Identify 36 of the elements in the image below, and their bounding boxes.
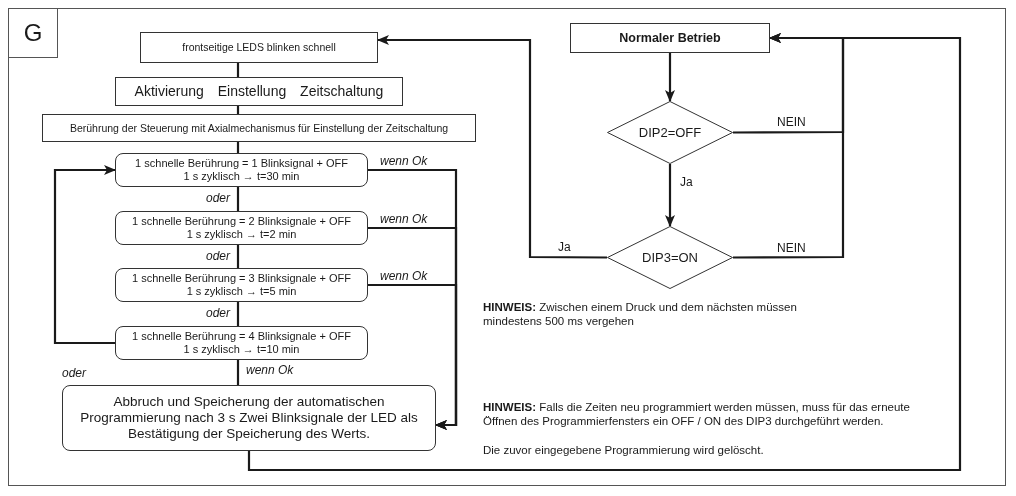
connector-arrow (53, 165, 116, 345)
option-box (115, 153, 368, 187)
decision-diamond (607, 226, 733, 289)
node-text: 1 s zyklisch → t=5 min (186, 285, 297, 299)
process-box (115, 77, 403, 106)
option-box (115, 326, 368, 360)
node-text: Aktivierung Einstellung Zeitschaltung (134, 83, 384, 100)
option-box (115, 211, 368, 245)
connector-arrow (733, 33, 845, 259)
node-text: DIP2=OFF (638, 124, 702, 141)
node-text: 1 schnelle Berührung = 3 Blinksignale + OFF (132, 271, 351, 285)
note-text: HINWEIS: Zwischen einem Druck und dem nächsten müssen mindestens 500 ms vergehen (483, 300, 798, 329)
node-text: 1 schnelle Berührung = 2 Blinksignale + OFF (132, 214, 351, 228)
process-box (140, 32, 378, 63)
node-text: 1 s zyklisch → t=10 min (183, 343, 300, 357)
node-text: frontseitige LEDS blinken schnell (182, 41, 336, 54)
note-text: HINWEIS: Falls die Zeiten neu programmiert werden müssen, muss für das erneute Öffnen des Programmierfensters ein OFF / ON des DIP3 durchgeführt werden. (483, 400, 911, 429)
decision-diamond (607, 101, 733, 164)
option-box (62, 385, 436, 451)
note-text: Die zuvor eingegebene Programmierung wird gelöscht. (483, 443, 765, 457)
node-text: 1 schnelle Berührung = 4 Blinksignale + OFF (132, 329, 351, 343)
connector-arrow (368, 283, 458, 430)
node-text: Abbruch und Speicherung der automatischen Programmierung nach 3 s Zwei Blinksignale der LED als Bestätigung der Speicherung des Werts. (79, 393, 419, 443)
node-text: 1 s zyklisch → t=2 min (186, 228, 297, 242)
connector-arrow (665, 53, 675, 102)
connector-arrow (665, 164, 675, 227)
process-box (570, 23, 770, 53)
figure-letter: G (8, 8, 58, 58)
connector-arrow (377, 35, 607, 259)
node-text: 1 schnelle Berührung = 1 Blinksignal + OFF (135, 156, 348, 170)
node-text: 1 s zyklisch → t=30 min (183, 170, 300, 184)
node-text: Normaler Betrieb (619, 30, 721, 46)
process-box (42, 114, 476, 142)
node-text: Berührung der Steuerung mit Axialmechanismus für Einstellung der Zeitschaltung (69, 121, 449, 135)
node-text: DIP3=ON (642, 249, 698, 266)
option-box (115, 268, 368, 302)
